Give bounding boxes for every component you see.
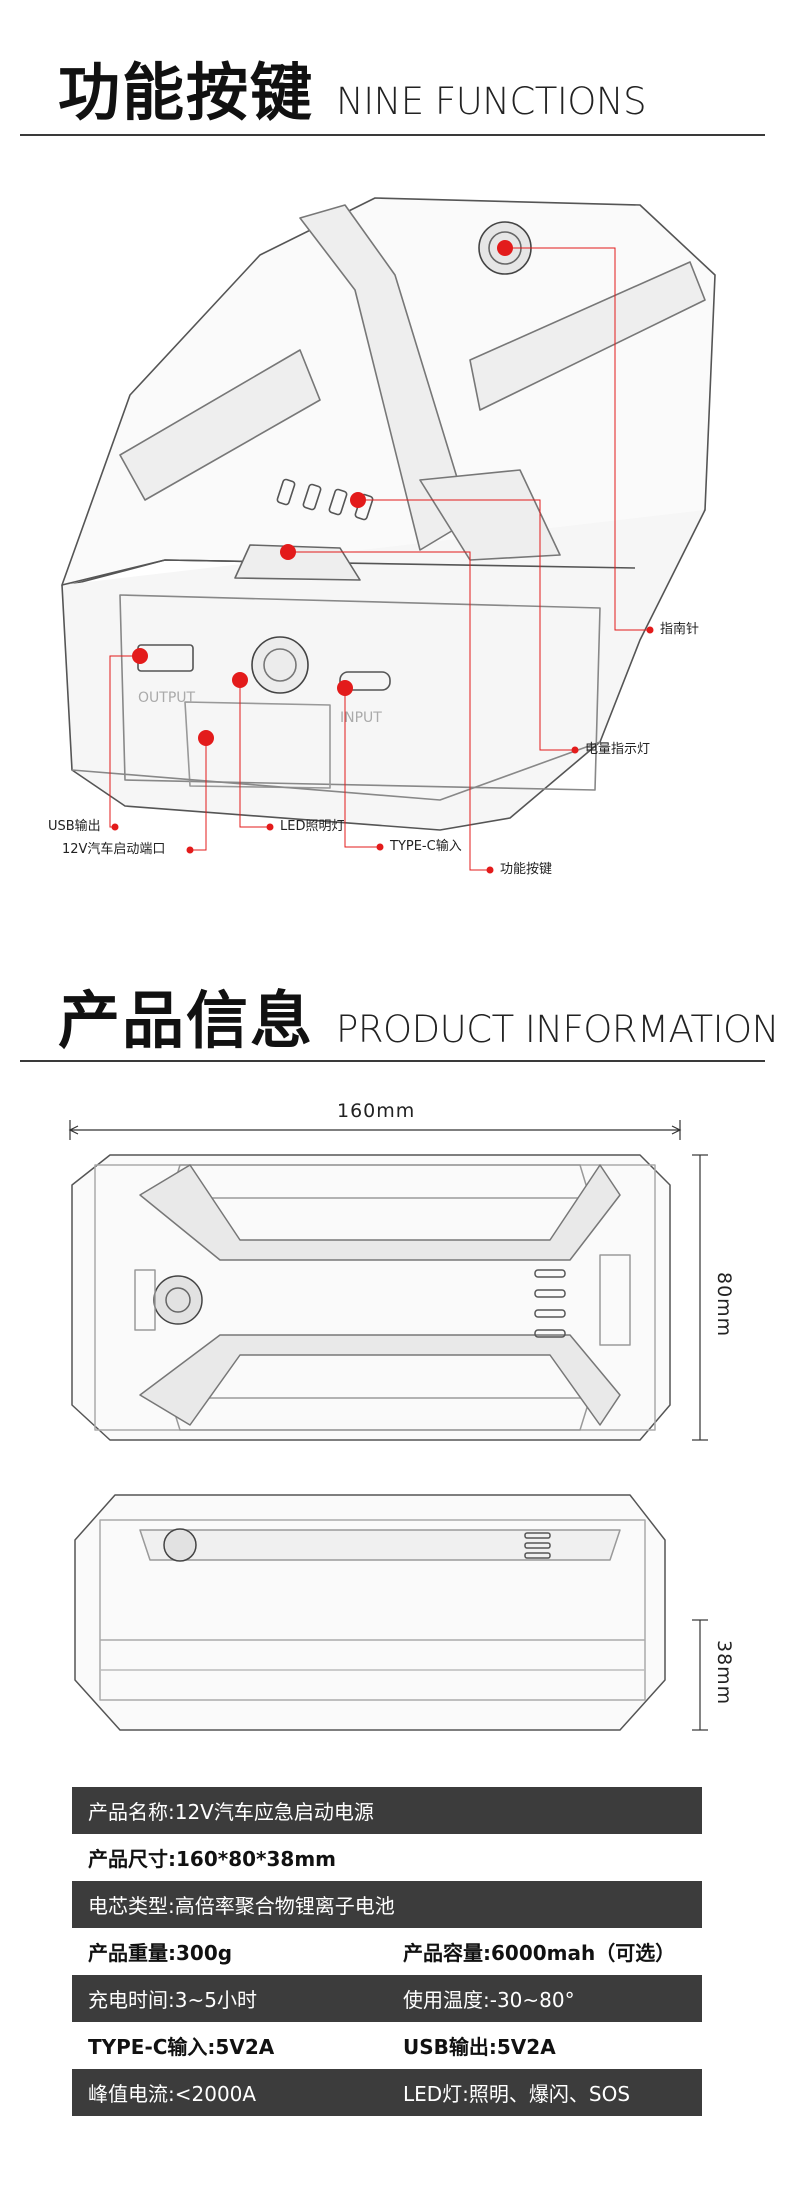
spec-row: 产品尺寸:160*80*38mm	[72, 1834, 702, 1881]
spec-cell: 峰值电流:<2000A	[88, 2082, 257, 2106]
callout-car-start-port: 12V汽车启动端口	[62, 842, 166, 857]
compass-dot	[497, 240, 513, 256]
dimension-drawings	[68, 1120, 708, 1731]
device-outline	[61, 197, 716, 831]
callout-compass: 指南针	[660, 622, 700, 637]
battery-indicator-dot	[350, 492, 366, 508]
spec-row: 产品重量:300g 产品容量:6000mah（可选）	[72, 1928, 702, 1975]
section-title-en: PRODUCT INFORMATION	[336, 1008, 779, 1051]
spec-cell: TYPE-C输入:5V2A	[88, 2035, 275, 2059]
section-title-cn: 产品信息	[58, 984, 315, 1057]
car-start-port-dot	[198, 730, 214, 746]
spec-row: 充电时间:3~5小时 使用温度:-30~80°	[72, 1975, 702, 2022]
led-light-dot	[232, 672, 248, 688]
spec-table: 产品名称:12V汽车应急启动电源产品尺寸:160*80*38mm 电芯类型:高倍率…	[72, 1787, 702, 2116]
width-dimension-line	[692, 1154, 708, 1441]
device-illustration: OUTPUT INPUT	[61, 197, 716, 874]
typec-input-dot	[337, 680, 353, 696]
callout-function-button: 功能按键	[500, 862, 553, 877]
usb-output-dot	[132, 648, 148, 664]
spec-cell: 产品容量:6000mah（可选）	[403, 1941, 676, 1965]
height-label: 38mm	[713, 1640, 735, 1706]
section-title-cn: 功能按键	[58, 56, 315, 129]
section-header-product-info: 产品信息 PRODUCT INFORMATION	[58, 970, 779, 1060]
function-button-dot	[280, 544, 296, 560]
spec-row: 产品名称:12V汽车应急启动电源	[72, 1787, 702, 1834]
spec-cell: 使用温度:-30~80°	[403, 1988, 575, 2012]
spec-cell: 充电时间:3~5小时	[88, 1988, 257, 2012]
top-view-outline	[71, 1154, 671, 1441]
spec-row: 电芯类型:高倍率聚合物锂离子电池	[72, 1881, 702, 1928]
callout-led-light: LED照明灯	[280, 819, 345, 834]
divider-line	[20, 134, 765, 136]
length-dimension-line	[68, 1120, 682, 1140]
spec-cell: LED灯:照明、爆闪、SOS	[403, 2082, 631, 2106]
length-label: 160mm	[337, 1100, 416, 1122]
callout-usb-output: USB输出	[48, 819, 101, 834]
section-title-en: NINE FUNCTIONS	[336, 80, 647, 123]
callout-typec-input: TYPE-C输入	[390, 839, 462, 854]
spec-cell: 电芯类型:高倍率聚合物锂离子电池	[88, 1894, 395, 1918]
section-header-functions: 功能按键 NINE FUNCTIONS	[58, 42, 647, 132]
divider-line	[20, 1060, 765, 1062]
spec-row: TYPE-C输入:5V2A USB输出:5V2A	[72, 2022, 702, 2069]
callout-lines	[109, 247, 650, 871]
spec-cell: USB输出:5V2A	[403, 2035, 556, 2059]
height-dimension-line	[692, 1619, 708, 1731]
callout-battery-indicator: 电量指示灯	[585, 742, 651, 757]
input-marking: INPUT	[340, 710, 382, 726]
width-label: 80mm	[713, 1272, 735, 1338]
spec-row: 峰值电流:<2000A LED灯:照明、爆闪、SOS	[72, 2069, 702, 2116]
spec-cell: 产品名称:12V汽车应急启动电源	[88, 1800, 374, 1824]
side-view-outline	[74, 1494, 666, 1731]
spec-cell: 产品重量:300g	[88, 1941, 233, 1965]
spec-cell: 产品尺寸:160*80*38mm	[88, 1847, 337, 1871]
output-marking: OUTPUT	[138, 690, 196, 706]
